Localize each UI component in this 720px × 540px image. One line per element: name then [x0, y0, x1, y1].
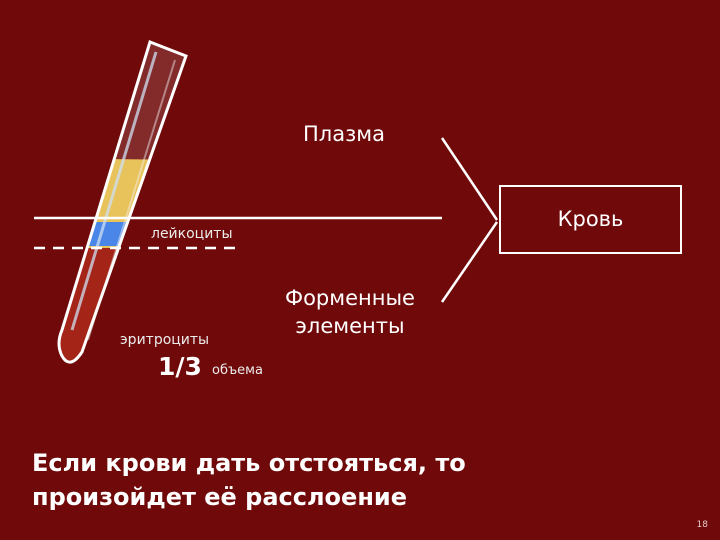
erythrocytes-label: эритроциты — [120, 332, 210, 348]
formed-elements-label: Форменные элементы — [285, 286, 415, 338]
formed-elements-connector — [440, 221, 499, 303]
tube-highlight — [70, 51, 158, 331]
erythrocyte-layer — [59, 158, 186, 363]
plasma-connector — [440, 137, 499, 221]
blood-label: Кровь — [557, 207, 624, 231]
blood-box: Кровь — [499, 185, 682, 254]
page-number: 18 — [696, 520, 708, 530]
caption: Если крови дать отстояться, то произойде… — [32, 449, 466, 511]
plasma-label: Плазма — [303, 122, 385, 146]
fraction-value: 1/3 — [158, 352, 202, 381]
tube-reflection — [87, 59, 176, 341]
fraction-unit: объема — [212, 363, 263, 378]
tube-outline — [57, 40, 188, 364]
leukocytes-label: лейкоциты — [151, 226, 233, 242]
